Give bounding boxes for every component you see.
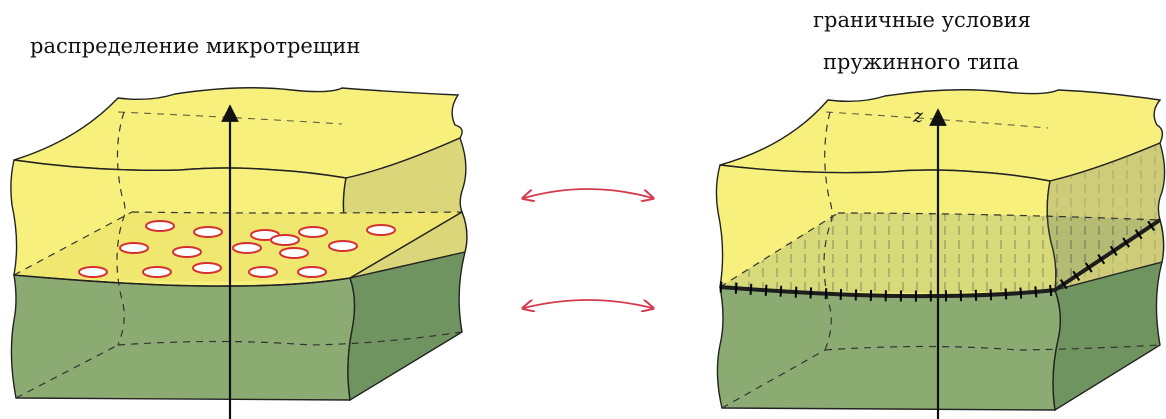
microcrack [299, 227, 327, 237]
right-lower-front-face [717, 287, 1060, 410]
microcrack [120, 243, 148, 253]
microcrack [194, 227, 222, 237]
right-panel-title-line-1: граничные условия [813, 8, 1031, 32]
left-block: распределение микротрещин [11, 34, 467, 419]
microcrack [173, 247, 201, 257]
microcrack [367, 225, 395, 235]
microcrack [146, 221, 174, 231]
microcrack [233, 243, 261, 253]
microcrack [193, 263, 221, 273]
lower-double-arrow [524, 300, 652, 308]
z-axis-label: z [912, 105, 924, 127]
microcrack [249, 267, 277, 277]
left-lower-front-face [11, 275, 354, 400]
microcrack [143, 267, 171, 277]
microcrack [298, 267, 326, 277]
microcrack [329, 241, 357, 251]
left-panel-title: распределение микротрещин [30, 34, 360, 58]
equivalence-arrows [524, 189, 652, 308]
upper-double-arrow [524, 189, 652, 198]
right-panel-title-line-2: пружинного типа [823, 50, 1019, 74]
microcrack [79, 267, 107, 277]
microcrack [280, 248, 308, 258]
microcrack [271, 235, 299, 245]
right-block: граничные условия пружинного типа z [716, 8, 1164, 419]
